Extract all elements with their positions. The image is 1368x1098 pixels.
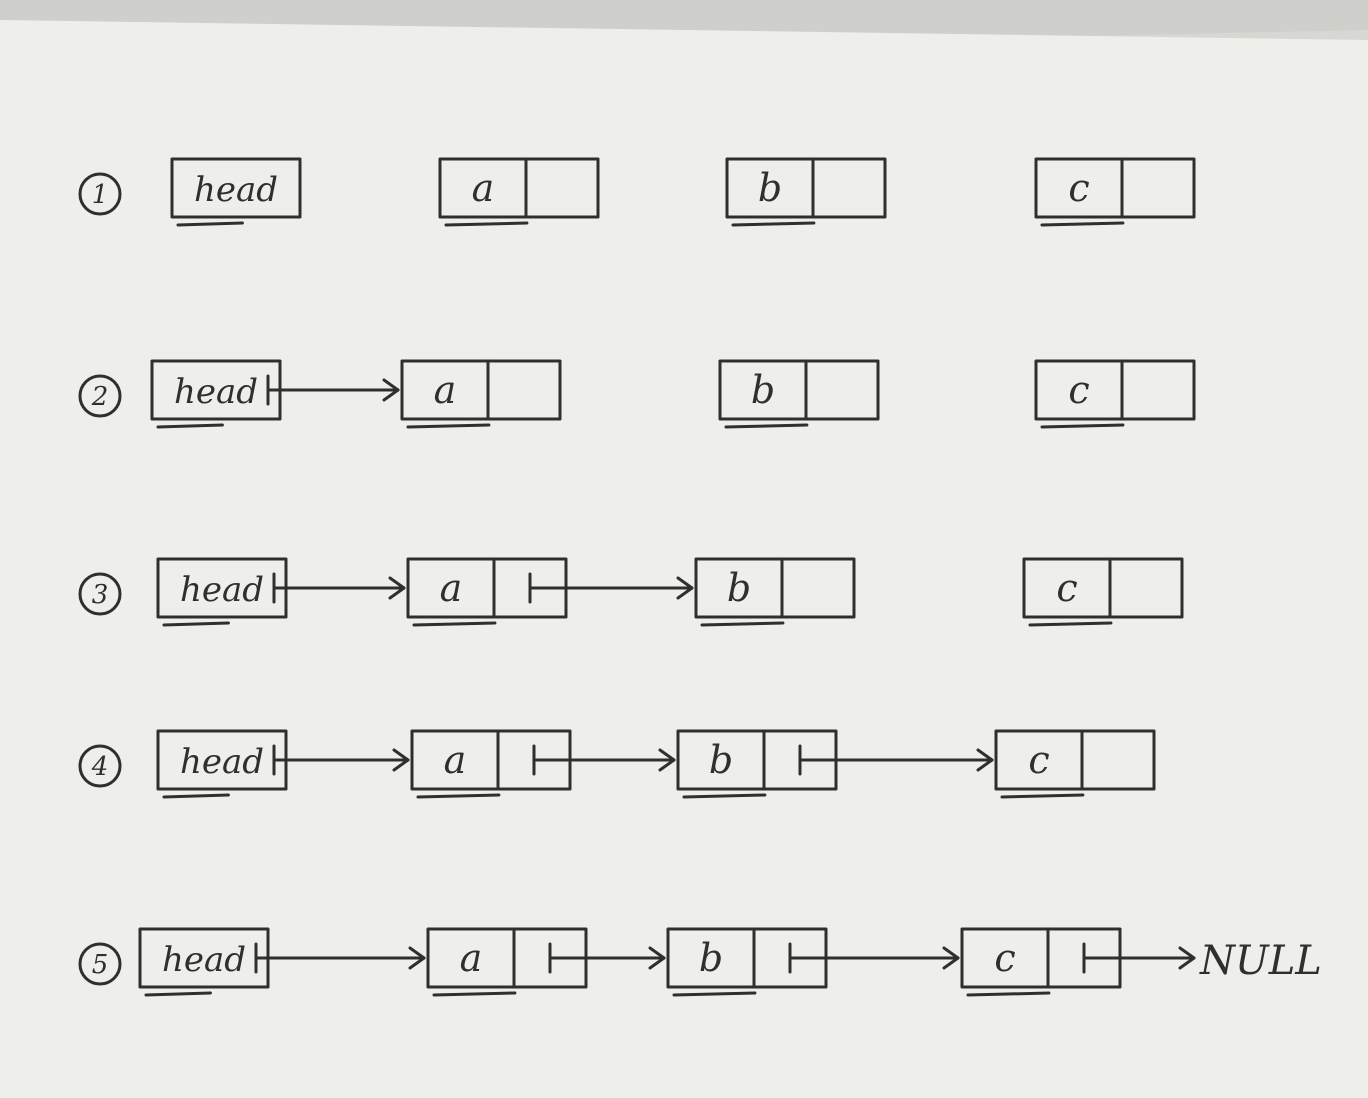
step-row-3: 3 head a b c: [78, 557, 1184, 627]
step-row-5: 5 head a b c NULL: [78, 927, 1322, 997]
node-label: a: [472, 166, 495, 210]
node-b: b: [694, 557, 856, 627]
step-row-1: 1 head a b c: [78, 157, 1196, 227]
link-arrow: [266, 374, 400, 406]
node-label: c: [1068, 166, 1089, 210]
node-label: b: [699, 936, 723, 980]
step-number-label: 5: [92, 950, 109, 980]
head-box: head: [156, 729, 288, 799]
node-b: b: [676, 729, 838, 799]
link-arrow: [272, 572, 406, 604]
step-number-label: 3: [92, 580, 109, 610]
link-arrow: [532, 744, 676, 776]
link-arrow: [254, 942, 426, 974]
link-arrow: [272, 744, 410, 776]
node-label: b: [727, 566, 751, 610]
node-c: c: [1034, 359, 1196, 429]
node-a: a: [400, 359, 562, 429]
link-arrow: [798, 744, 994, 776]
head-label: head: [162, 940, 246, 980]
node-label: b: [709, 738, 733, 782]
step-number: 5: [78, 942, 122, 986]
head-label: head: [174, 372, 258, 412]
node-b: b: [725, 157, 887, 227]
node-label: c: [1028, 738, 1049, 782]
null-label: NULL: [1199, 938, 1322, 984]
link-arrow: [528, 572, 694, 604]
node-label: b: [758, 166, 782, 210]
step-number-label: 4: [91, 752, 109, 782]
node-c: c: [1034, 157, 1196, 227]
node-c: c: [1022, 557, 1184, 627]
node-label: c: [1056, 566, 1077, 610]
node-c: c: [994, 729, 1156, 799]
head-box: head: [156, 557, 288, 627]
node-c: c: [960, 927, 1122, 997]
link-arrow: [788, 942, 960, 974]
head-box: head: [170, 157, 302, 227]
paper: [0, 20, 1368, 1098]
step-number: 3: [78, 572, 122, 616]
step-number-label: 2: [91, 382, 109, 412]
link-arrow: [548, 942, 666, 974]
head-label: head: [194, 170, 278, 210]
node-label: a: [444, 738, 467, 782]
node-label: a: [434, 368, 457, 412]
node-label: b: [751, 368, 775, 412]
step-number-label: 1: [92, 180, 109, 210]
node-b: b: [718, 359, 880, 429]
step-number: 4: [78, 744, 122, 788]
head-label: head: [180, 570, 264, 610]
node-a: a: [438, 157, 600, 227]
node-label: c: [994, 936, 1015, 980]
step-number: 1: [78, 172, 122, 216]
head-label: head: [180, 742, 264, 782]
node-label: a: [440, 566, 463, 610]
node-b: b: [666, 927, 828, 997]
step-row-2: 2 head a b c: [78, 359, 1196, 429]
node-label: a: [460, 936, 483, 980]
step-row-4: 4 head a b c: [78, 729, 1156, 799]
step-number: 2: [78, 374, 122, 418]
node-label: c: [1068, 368, 1089, 412]
head-box: head: [150, 359, 282, 429]
null-arrow: [1082, 942, 1196, 974]
